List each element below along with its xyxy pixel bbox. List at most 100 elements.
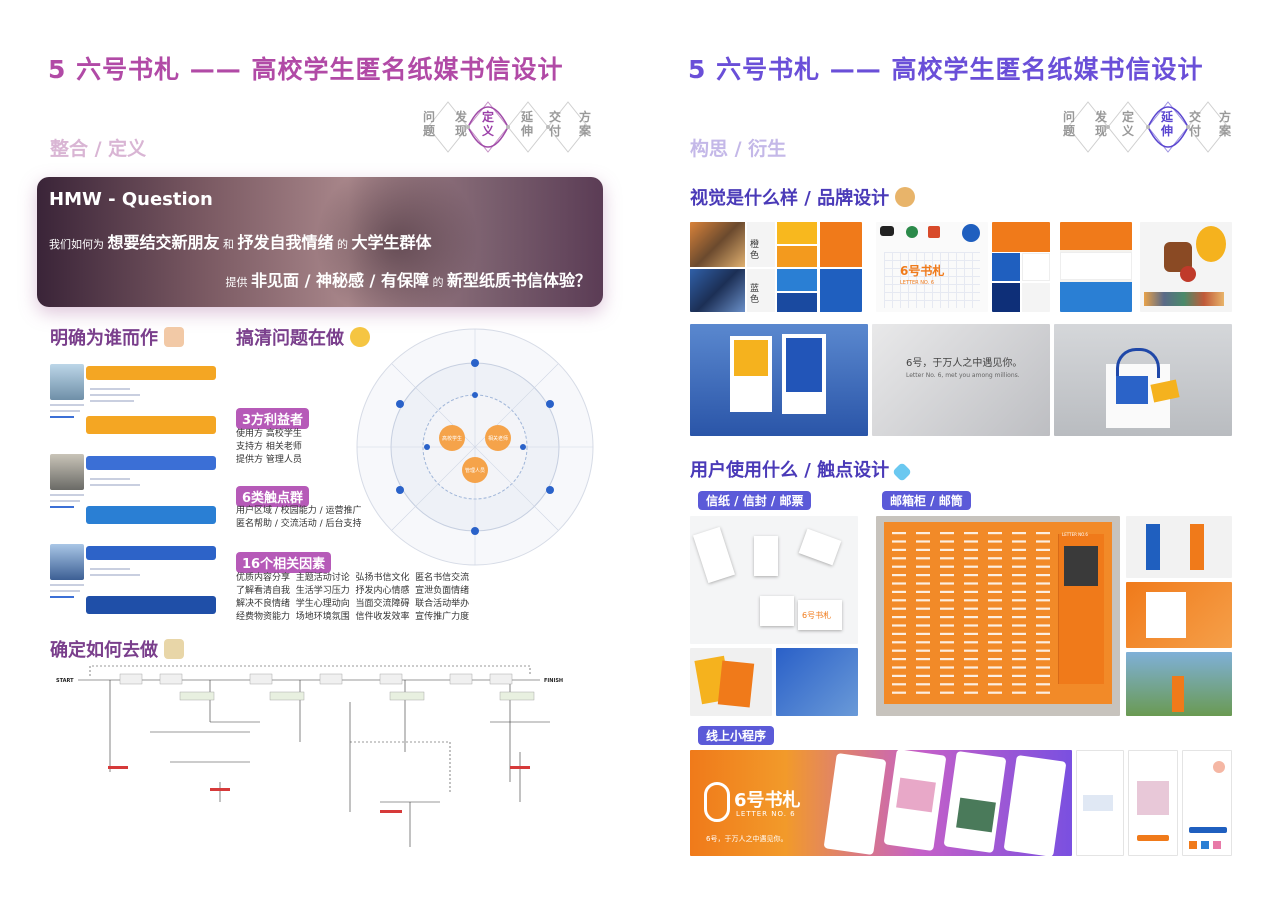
mailbox-slot <box>1036 666 1050 669</box>
mailbox-slot <box>916 616 930 619</box>
circle-node-managers: 管理人员 <box>465 467 485 474</box>
mailbox-slot <box>1036 532 1050 535</box>
brand-pattern-board <box>1060 222 1132 312</box>
mailbox-slot <box>988 632 1002 635</box>
mailbox-slot <box>916 641 930 644</box>
flow-start-label: START <box>56 678 74 684</box>
brand-color-board: 橙 色 蓝 色 <box>690 222 862 312</box>
mailbox-slot <box>988 599 1002 602</box>
mailbox-slot <box>916 590 930 593</box>
mailbox-slot <box>964 624 978 627</box>
hmw-title: HMW - Question <box>49 189 213 210</box>
mailbox-slot <box>964 666 978 669</box>
mailbox-slot <box>940 540 954 543</box>
mailbox-slot <box>1012 632 1026 635</box>
factors-tag: 16个相关因素 <box>236 552 332 573</box>
mailbox-slot <box>1036 632 1050 635</box>
mailbox-slot <box>892 624 906 627</box>
mailbox-slot <box>892 691 906 694</box>
gem-emoji-icon <box>892 462 913 482</box>
section-problem: 搞清问题在做 <box>236 324 370 350</box>
logo-construction: 6号书札 LETTER NO. 6 <box>876 222 988 312</box>
mailbox-slot <box>940 532 954 535</box>
mailbox-slot <box>964 582 978 585</box>
mailbox-slot <box>940 624 954 627</box>
mailbox-slot <box>940 574 954 577</box>
mailbox-slot <box>940 649 954 652</box>
section-touchpoints: 用户使用什么 / 触点设计 <box>690 456 913 482</box>
mailbox-slot <box>1012 540 1026 543</box>
mailbox-slot <box>892 649 906 652</box>
circle-node-teachers: 相关老师 <box>488 435 508 442</box>
mailbox-slot <box>964 616 978 619</box>
persona-pain-bar <box>86 416 216 434</box>
mailbox-slot <box>1012 599 1026 602</box>
phase-label-active: 定义 <box>481 110 494 138</box>
memo-emoji-icon <box>164 639 184 659</box>
mailbox-slot <box>1036 658 1050 661</box>
miniprogram-brand-en: LETTER NO. 6 <box>736 810 796 818</box>
mailbox-slot <box>1036 624 1050 627</box>
right-page: 5 六号书札 —— 高校学生匿名纸媒书信设计 问题 发现 定义 延伸 交付 方案… <box>640 0 1280 905</box>
mailbox-slot <box>1012 532 1026 535</box>
mailbox-cabinet-mockup: LETTER NO.6 <box>876 516 1120 716</box>
mailbox-slot <box>964 548 978 551</box>
persona-pain-bar <box>86 596 216 614</box>
mailbox-slot <box>892 557 906 560</box>
mailbox-slot <box>940 691 954 694</box>
mailbox-slot <box>988 532 1002 535</box>
color-blue-label: 蓝 色 <box>750 284 760 305</box>
mailbox-slot <box>892 641 906 644</box>
mascot-seal-image <box>1140 222 1232 312</box>
touchpoints-text: 用户区域 / 校园能力 / 运营推广 匿名帮助 / 交流活动 / 后台支持 <box>236 506 362 529</box>
mailbox-slot <box>988 649 1002 652</box>
mailbox-slot <box>892 565 906 568</box>
factors-text: 优质内容分享 主题活动讨论 弘扬书信文化 匿名书信交流 了解看清自我 生活学习压… <box>236 573 470 622</box>
mailbox-slot <box>1012 691 1026 694</box>
touchpoints-tag: 6类触点群 <box>236 486 310 507</box>
circle-node-students: 高校学生 <box>442 435 462 442</box>
mailbox-slot <box>1036 616 1050 619</box>
persona-photo <box>50 364 84 400</box>
mailbox-slot <box>988 548 1002 551</box>
mailbox-slot <box>1012 666 1026 669</box>
phase-label: 交付 <box>1188 110 1201 138</box>
mailbox-slot <box>892 674 906 677</box>
flow-finish-label: FINISH <box>544 678 563 684</box>
mailbox-slot <box>916 666 930 669</box>
mailbox-slot <box>1012 683 1026 686</box>
mailbox-slot <box>1036 641 1050 644</box>
persona-photo <box>50 544 84 580</box>
mailbox-slot <box>916 632 930 635</box>
mailbox-slot <box>940 565 954 568</box>
hmw-question-line2: 提供 非见面 / 神秘感 / 有保障 的 新型纸质书信体验？ <box>225 271 592 290</box>
mailbox-slot <box>916 532 930 535</box>
stakeholders-text: 使用方 高校学生 支持方 相关老师 提供方 管理人员 <box>236 429 302 465</box>
mailbox-slot <box>940 607 954 610</box>
mailbox-slot <box>988 590 1002 593</box>
mailbox-slot <box>988 624 1002 627</box>
mailbox-slot <box>892 632 906 635</box>
phase-diamonds <box>427 101 589 153</box>
phase-label: 方案 <box>1218 110 1231 138</box>
pill-miniprogram: 线上小程序 <box>698 726 775 745</box>
mailbox-slot <box>1012 607 1026 610</box>
stationery-mockup: 6号书札 <box>690 516 858 644</box>
tote-bag-mockup <box>1054 324 1232 436</box>
mailbox-slot <box>940 632 954 635</box>
mailbox-slot <box>1036 582 1050 585</box>
person-emoji-icon <box>164 327 184 347</box>
mailbox-slot <box>964 565 978 568</box>
mailbox-slot <box>988 557 1002 560</box>
persona-card <box>50 534 216 614</box>
mailbox-slot <box>988 565 1002 568</box>
mailbox-slot <box>988 683 1002 686</box>
logo-en-wordmark: LETTER NO. 6 <box>900 280 935 286</box>
mailbox-slot <box>940 641 954 644</box>
mailbox-slot <box>916 557 930 560</box>
postcard-mockup <box>690 648 772 716</box>
hmw-question-line1: 我们如何为 想要结交新朋友 和 抒发自我情绪 的 大学生群体 <box>49 233 432 252</box>
mailbox-slot <box>892 548 906 551</box>
stakeholder-circle-diagram: 高校学生 相关老师 管理人员 <box>356 328 594 566</box>
mailbox-slot <box>964 599 978 602</box>
